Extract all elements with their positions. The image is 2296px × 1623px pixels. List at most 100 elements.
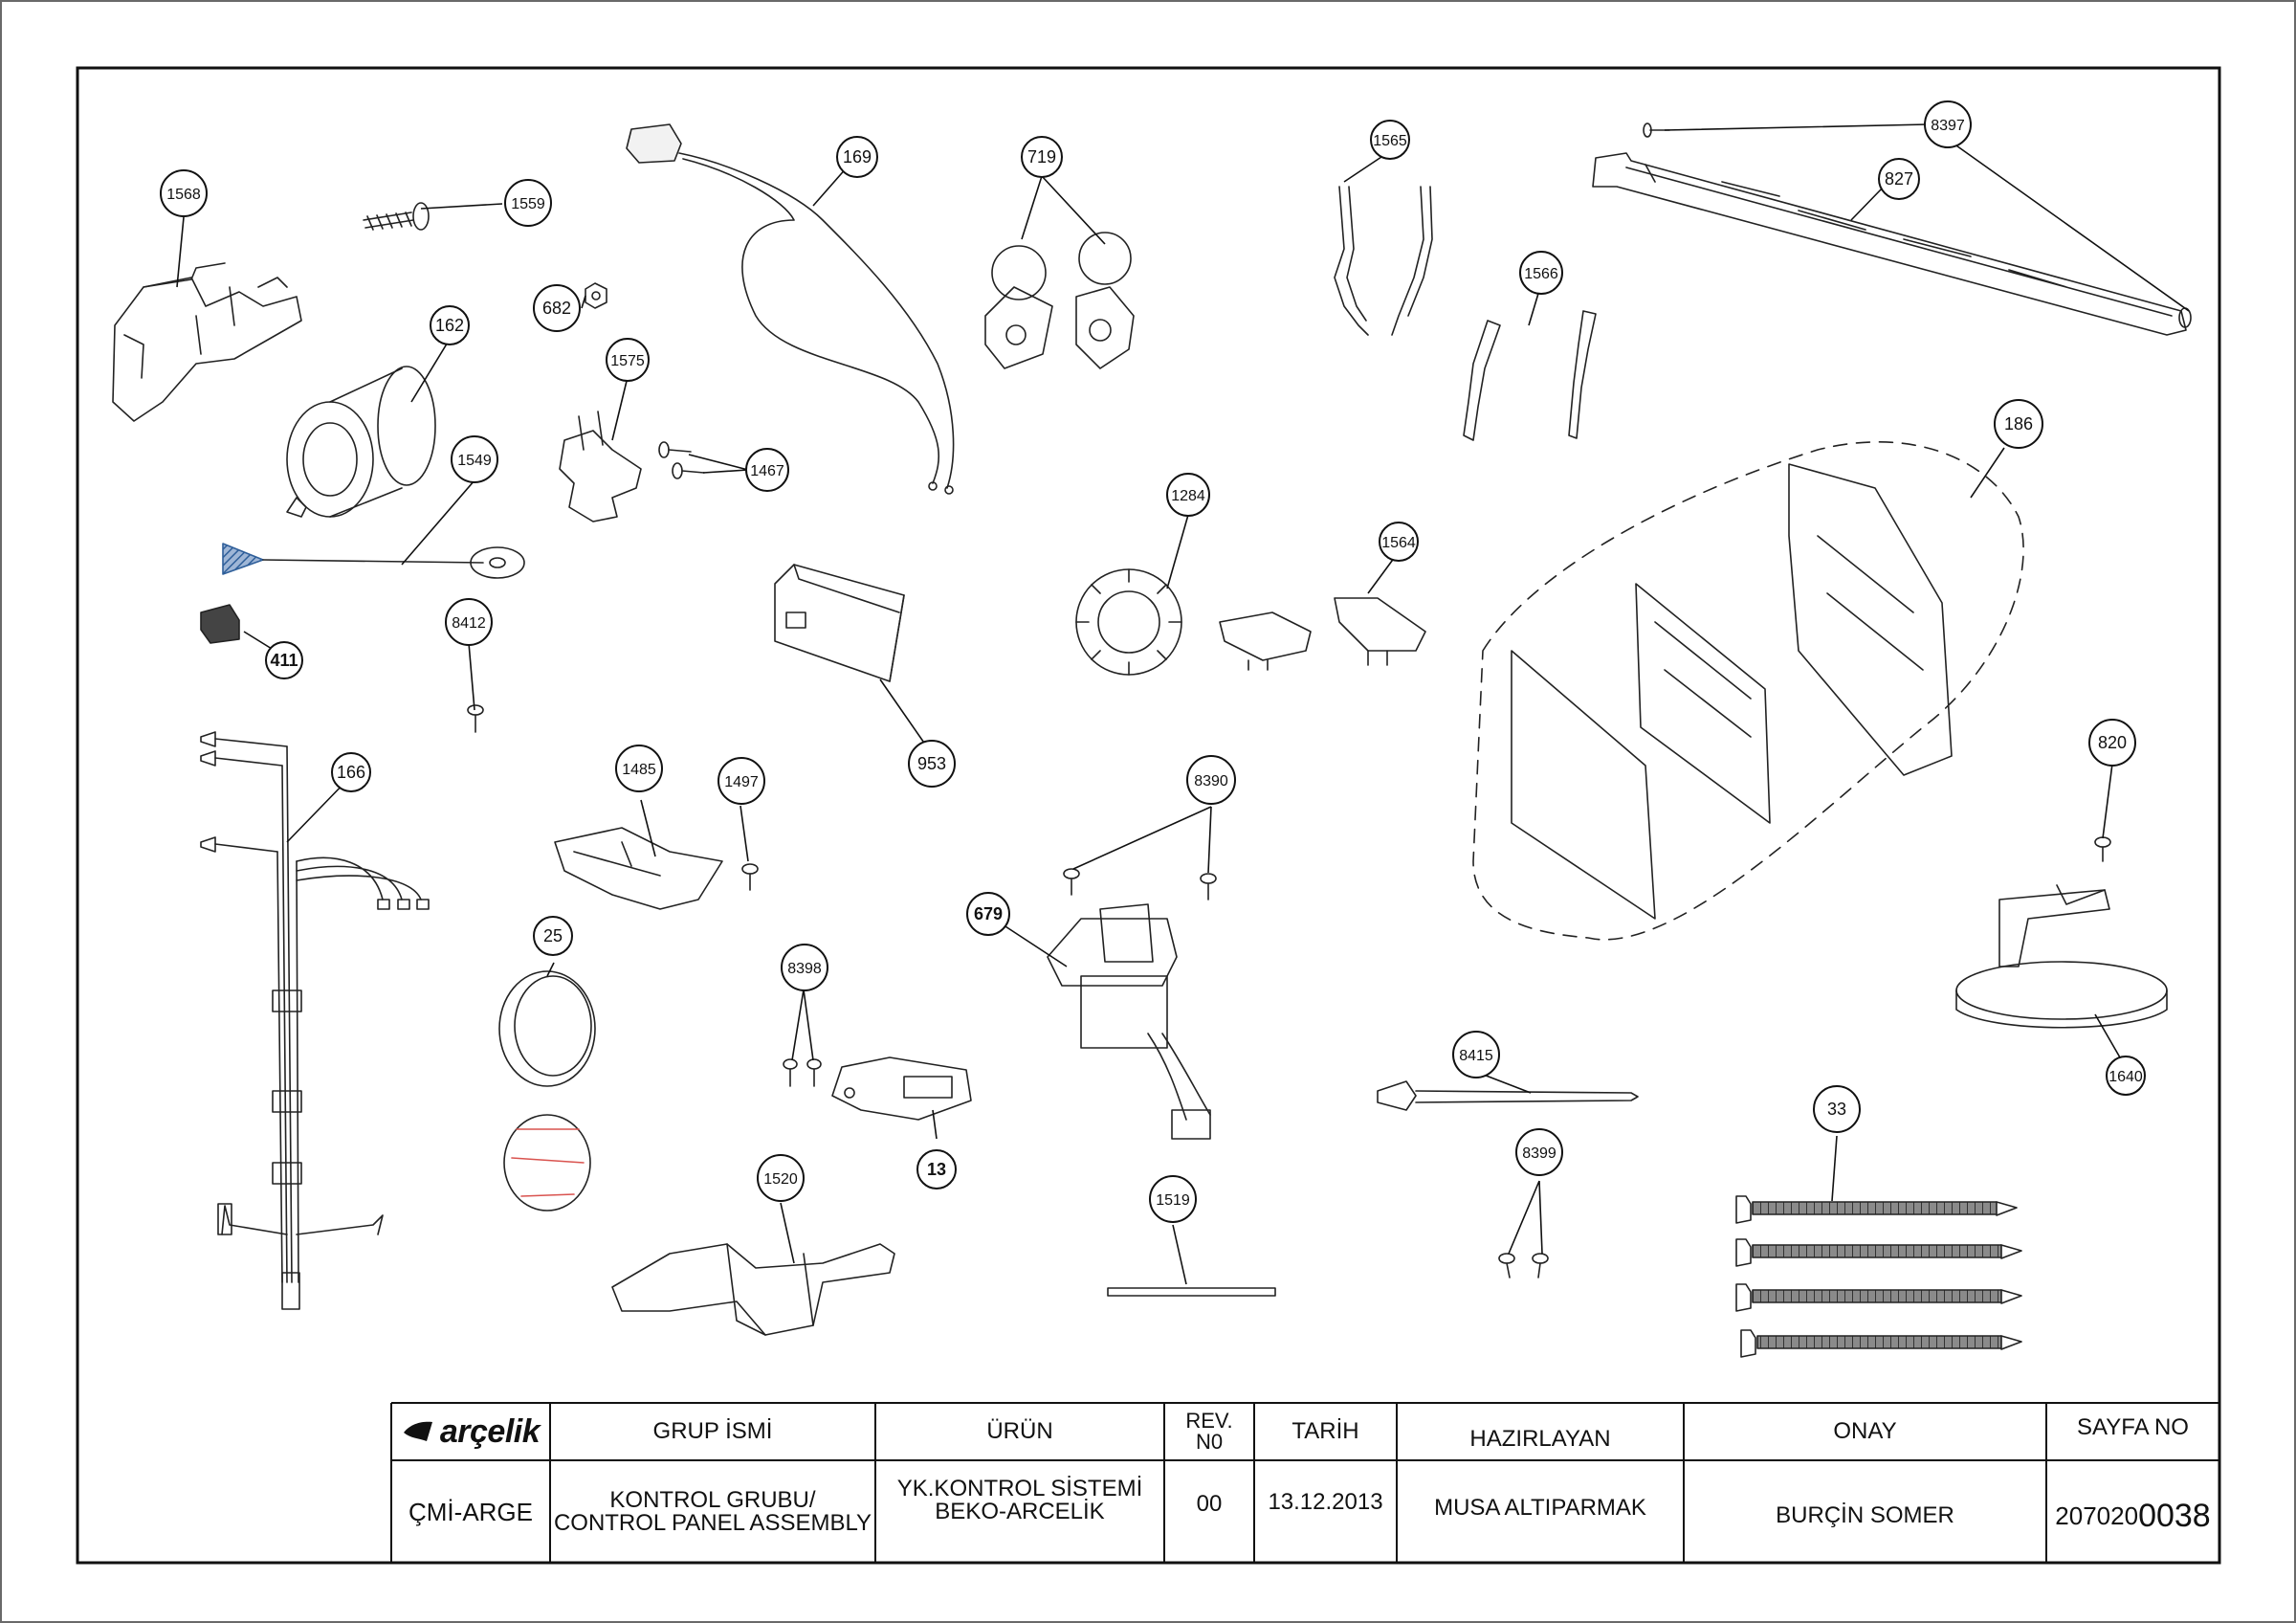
prepared-by-value: MUSA ALTIPARMAK bbox=[1434, 1494, 1646, 1521]
callout-circle bbox=[1515, 1128, 1563, 1176]
part-8390-screws-drawing bbox=[1063, 868, 1217, 900]
callout-1559: 1559 bbox=[504, 179, 552, 227]
callout-circle bbox=[331, 752, 371, 792]
callout-682: 682 bbox=[533, 284, 581, 332]
callout-679: 679 bbox=[966, 892, 1010, 936]
callout-827: 827 bbox=[1878, 158, 1920, 200]
part-827-rail-drawing bbox=[1592, 122, 2192, 336]
callout-1284: 1284 bbox=[1166, 473, 1210, 517]
callout-label: 8398 bbox=[787, 961, 822, 977]
approval-header: ONAY bbox=[1833, 1418, 1897, 1444]
part-186-electronic-module-drawing bbox=[1472, 441, 2024, 941]
callout-8415: 8415 bbox=[1452, 1031, 1500, 1078]
approved-by-value: BURÇİN SOMER bbox=[1776, 1501, 1954, 1528]
title-block-grid bbox=[390, 1402, 2219, 1563]
date-value: 13.12.2013 bbox=[1268, 1488, 1383, 1515]
callout-label: 1568 bbox=[166, 187, 201, 203]
callout-169: 169 bbox=[836, 136, 878, 178]
page-header: SAYFA NO bbox=[2077, 1414, 2189, 1440]
callout-circle bbox=[451, 435, 498, 483]
callout-719: 719 bbox=[1021, 136, 1063, 178]
callout-circle bbox=[2106, 1056, 2146, 1096]
callout-8397: 8397 bbox=[1924, 100, 1972, 148]
part-953-cover-drawing bbox=[774, 564, 905, 682]
callout-label: 8412 bbox=[452, 615, 486, 632]
part-679-transformer-drawing bbox=[1047, 903, 1211, 1140]
leader-lines bbox=[176, 123, 2190, 1285]
date-header: TARİH bbox=[1292, 1418, 1359, 1444]
callout-circle bbox=[1813, 1085, 1861, 1133]
callout-circle bbox=[430, 305, 470, 345]
part-820-screw-drawing bbox=[2094, 836, 2111, 862]
callout-circle bbox=[533, 916, 573, 956]
part-166-wiring-harness-drawing bbox=[200, 731, 430, 1310]
callout-label: 1549 bbox=[457, 453, 492, 469]
group-header: GRUP İSMİ bbox=[652, 1418, 773, 1444]
callout-circle bbox=[160, 169, 208, 217]
callout-13: 13 bbox=[916, 1149, 957, 1189]
callout-circle bbox=[1021, 136, 1063, 178]
group-value: KONTROL GRUBU/CONTROL PANEL ASSEMBLY bbox=[553, 1486, 872, 1536]
callout-186: 186 bbox=[1994, 399, 2043, 449]
part-1566-rail-drawing bbox=[1463, 310, 1597, 441]
callout-820: 820 bbox=[2088, 719, 2136, 767]
part-1497-screw-drawing bbox=[741, 863, 759, 891]
callout-circle bbox=[1370, 120, 1410, 160]
callout-circle bbox=[1379, 522, 1419, 562]
callout-label: 820 bbox=[2098, 733, 2127, 752]
part-1519-strip-drawing bbox=[1107, 1287, 1276, 1297]
part-1549-seal-drawing bbox=[222, 543, 525, 579]
callout-label: 8397 bbox=[1931, 118, 1965, 134]
logo-cell: arçelik bbox=[391, 1403, 550, 1460]
callout-circle bbox=[966, 892, 1010, 936]
callout-label: 1520 bbox=[763, 1171, 798, 1188]
part-682-nut-drawing bbox=[585, 282, 607, 309]
product-header: ÜRÜN bbox=[986, 1418, 1053, 1444]
callout-circle bbox=[916, 1149, 957, 1189]
part-8399-screws-drawing bbox=[1498, 1253, 1549, 1278]
callout-circle bbox=[781, 944, 828, 991]
arcelik-logo-icon bbox=[403, 1421, 432, 1441]
callout-1549: 1549 bbox=[451, 435, 498, 483]
logo-text: arçelik bbox=[439, 1413, 541, 1450]
callout-1568: 1568 bbox=[160, 169, 208, 217]
callout-circle bbox=[504, 179, 552, 227]
part-33-straps-drawing bbox=[1735, 1195, 2022, 1358]
rev-header: REV.N0 bbox=[1185, 1409, 1233, 1454]
callout-1467: 1467 bbox=[745, 448, 789, 492]
callout-953: 953 bbox=[908, 740, 956, 788]
part-8415-cable-tie-drawing bbox=[1377, 1080, 1639, 1111]
callout-1575: 1575 bbox=[606, 338, 650, 382]
part-1485-holder-drawing bbox=[554, 827, 723, 910]
callout-1497: 1497 bbox=[718, 757, 765, 805]
callout-circle bbox=[533, 284, 581, 332]
callout-1520: 1520 bbox=[757, 1154, 805, 1202]
callout-label: 1566 bbox=[1524, 266, 1558, 282]
callout-1640: 1640 bbox=[2106, 1056, 2146, 1096]
callout-1565: 1565 bbox=[1370, 120, 1410, 160]
callout-circle bbox=[265, 641, 303, 679]
callout-circle bbox=[836, 136, 878, 178]
part-719-selector-switch-drawing bbox=[984, 232, 1135, 369]
callout-label: 169 bbox=[843, 147, 872, 167]
part-25-lens-drawing bbox=[498, 970, 596, 1212]
callout-label: 8390 bbox=[1194, 773, 1228, 789]
part-1568-bracket-drawing bbox=[112, 262, 302, 422]
callout-label: 1284 bbox=[1171, 488, 1205, 504]
callout-label: 682 bbox=[542, 299, 571, 318]
callout-circle bbox=[2088, 719, 2136, 767]
callout-label: 1640 bbox=[2108, 1069, 2143, 1085]
callout-circle bbox=[908, 740, 956, 788]
callout-8390: 8390 bbox=[1186, 755, 1236, 805]
callout-1564: 1564 bbox=[1379, 522, 1419, 562]
callout-circle bbox=[757, 1154, 805, 1202]
prepared-header: HAZIRLAYAN bbox=[1469, 1426, 1611, 1452]
callout-1485: 1485 bbox=[615, 745, 663, 792]
callout-circle bbox=[745, 448, 789, 492]
callout-label: 8399 bbox=[1522, 1145, 1556, 1162]
part-1575-bracket-drawing bbox=[559, 411, 642, 522]
callout-33: 33 bbox=[1813, 1085, 1861, 1133]
